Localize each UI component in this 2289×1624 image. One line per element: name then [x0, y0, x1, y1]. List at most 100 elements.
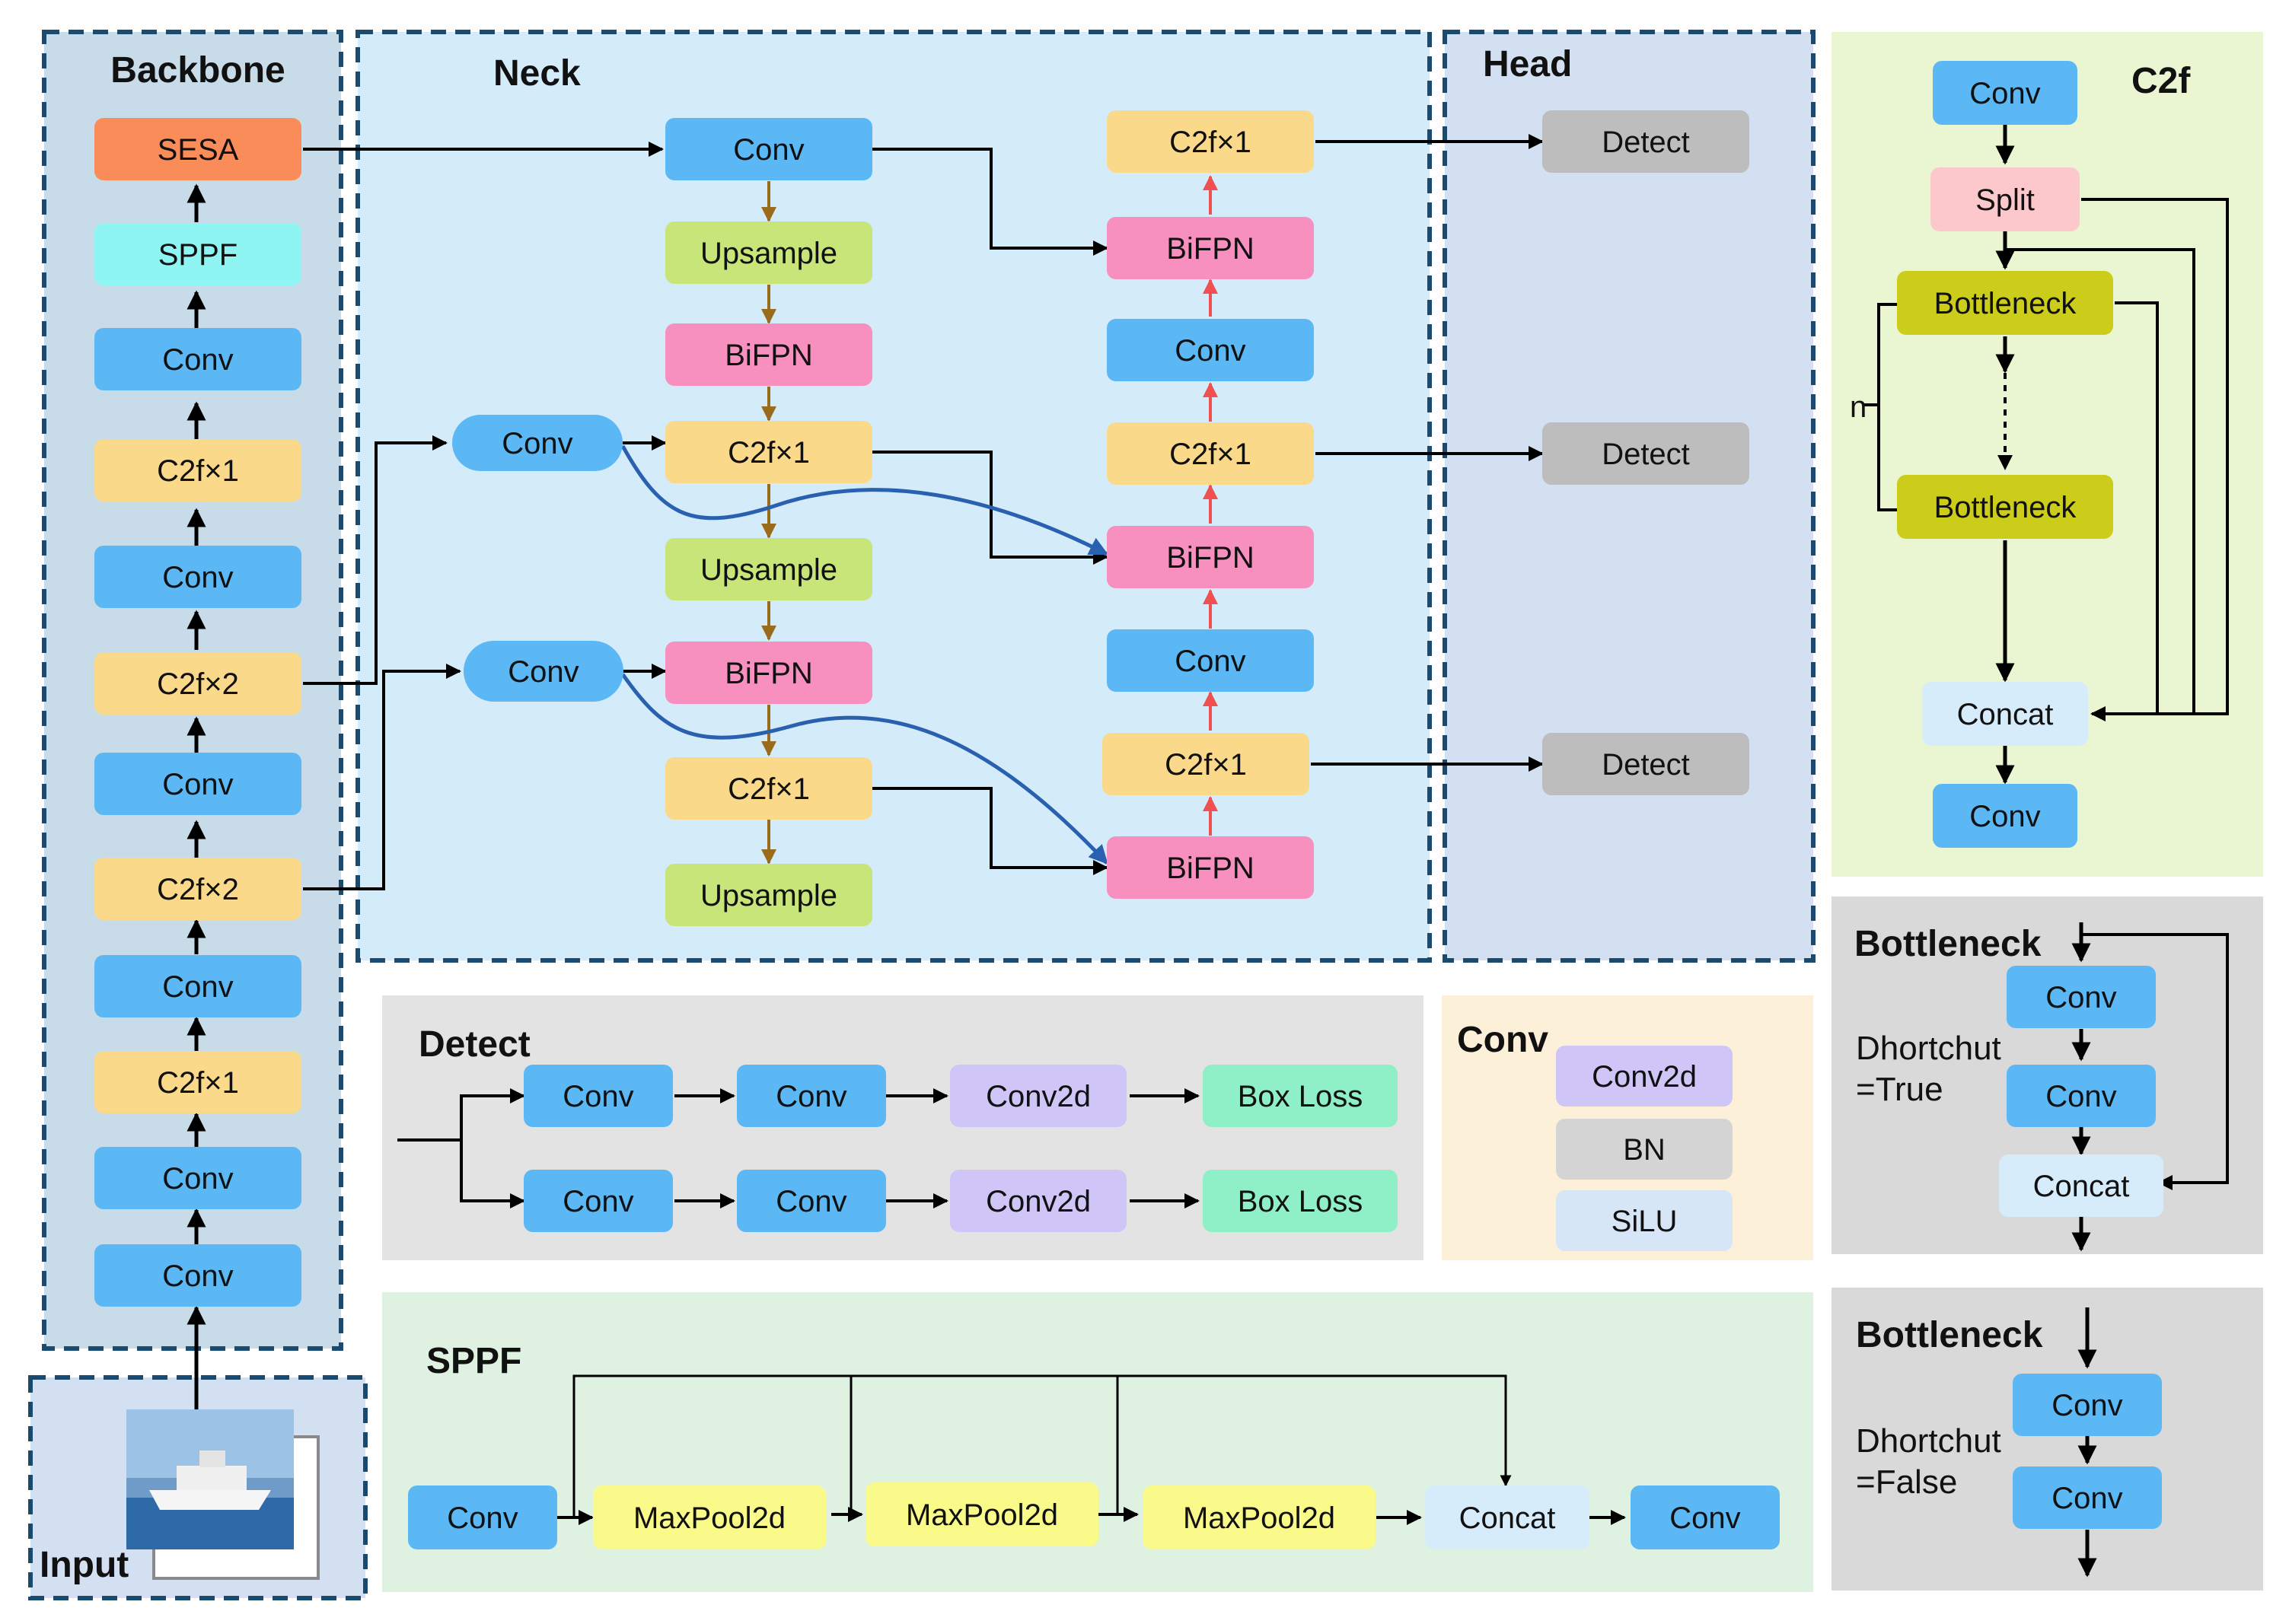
conv-module-conv2d-block: Conv2d — [1556, 1046, 1733, 1107]
block-shape — [1631, 1485, 1780, 1549]
block-shape — [1897, 475, 2113, 539]
block-label: Conv2d — [1592, 1060, 1697, 1094]
block-shape — [94, 1147, 301, 1209]
block-label: C2f×2 — [157, 873, 239, 906]
block-label: Conv — [733, 133, 804, 167]
block-shape — [94, 118, 301, 180]
block-shape — [665, 221, 872, 284]
block-shape — [1999, 1154, 2163, 1217]
block-label: Concat — [1957, 698, 2054, 731]
block-shape — [1107, 217, 1314, 279]
backbone-conv-block: Conv — [94, 1147, 301, 1209]
block-label: Bottleneck — [1934, 491, 2077, 524]
block-shape — [94, 1051, 301, 1113]
block-shape — [665, 757, 872, 820]
backbone-conv-block: Conv — [94, 1244, 301, 1307]
block-shape — [1556, 1190, 1733, 1251]
neck-left-bifpn-block: BiFPN — [665, 323, 872, 386]
block-shape — [94, 328, 301, 390]
bottleneck-true-conv-block: Conv — [2007, 1065, 2156, 1127]
sppf-maxpool2d-block: MaxPool2d — [866, 1482, 1098, 1546]
neck-right-c2fx1-block: C2f×1 — [1102, 733, 1309, 795]
bottleneck-false-title: Bottleneck — [1856, 1315, 2043, 1355]
neck-right-bifpn-block: BiFPN — [1107, 217, 1314, 279]
backbone-c2fx2-block: C2f×2 — [94, 858, 301, 920]
block-label: C2f×1 — [1169, 126, 1251, 159]
block-label: Conv — [2045, 981, 2116, 1014]
block-shape — [94, 546, 301, 608]
block-label: Conv — [2045, 1080, 2116, 1113]
neck-right-conv-block: Conv — [1107, 629, 1314, 692]
c2f-bottleneck-block: Bottleneck — [1897, 475, 2113, 539]
sppf-maxpool2d-block: MaxPool2d — [593, 1485, 826, 1549]
block-label: Upsample — [700, 237, 837, 270]
block-label: Conv — [162, 1162, 233, 1196]
block-shape — [2013, 1374, 2162, 1436]
block-shape — [94, 1244, 301, 1307]
detect-row2-box-loss-block: Box Loss — [1203, 1170, 1398, 1232]
block-label: MaxPool2d — [1183, 1501, 1335, 1535]
shortcut-false-label-line2: =False — [1856, 1463, 1957, 1501]
neck-left-upsample-block: Upsample — [665, 221, 872, 284]
head-detect-block: Detect — [1542, 422, 1749, 485]
input-image — [126, 1409, 320, 1580]
block-shape — [1933, 784, 2077, 848]
block-shape — [1542, 733, 1749, 795]
block-shape — [94, 652, 301, 715]
detect-row1-box-loss-block: Box Loss — [1203, 1065, 1398, 1127]
c2f-title: C2f — [2131, 61, 2191, 101]
c2f-bottleneck-block: Bottleneck — [1897, 271, 2113, 335]
block-label: C2f×1 — [728, 772, 810, 806]
block-shape — [1107, 526, 1314, 588]
block-label: Conv — [1969, 77, 2040, 110]
sppf-conv-block: Conv — [408, 1485, 557, 1549]
block-label: Conv — [162, 768, 233, 801]
backbone-conv-block: Conv — [94, 955, 301, 1017]
input-title: Input — [40, 1545, 129, 1585]
block-shape — [1930, 167, 2080, 231]
sppf-concat-block: Concat — [1425, 1485, 1589, 1549]
block-shape — [665, 323, 872, 386]
block-label: MaxPool2d — [906, 1498, 1058, 1532]
block-label: Conv — [563, 1080, 633, 1113]
block-label: Conv — [162, 343, 233, 377]
block-label: Box Loss — [1238, 1080, 1363, 1113]
block-label: MaxPool2d — [633, 1501, 786, 1535]
block-shape — [950, 1170, 1127, 1232]
block-label: Conv — [1669, 1501, 1740, 1535]
detect-row2-conv-block: Conv — [524, 1170, 673, 1232]
block-shape — [408, 1485, 557, 1549]
block-label: Conv — [162, 1259, 233, 1293]
head-title: Head — [1483, 44, 1572, 84]
block-shape — [950, 1065, 1127, 1127]
block-label: Conv2d — [986, 1080, 1091, 1113]
block-label: Conv — [2051, 1389, 2122, 1422]
block-shape — [1203, 1065, 1398, 1127]
detect-row1-conv-block: Conv — [524, 1065, 673, 1127]
detect-row1-conv2d-block: Conv2d — [950, 1065, 1127, 1127]
block-shape — [1897, 271, 2113, 335]
block-label: Detect — [1602, 126, 1690, 159]
backbone-c2fx1-block: C2f×1 — [94, 439, 301, 502]
detect-row2-conv-block: Conv — [737, 1170, 886, 1232]
block-label: C2f×1 — [157, 1066, 239, 1100]
block-shape — [1107, 110, 1314, 173]
block-label: C2f×1 — [1169, 438, 1251, 471]
shortcut-true-label-line2: =True — [1856, 1071, 1943, 1108]
blocks: SESASPPFConvC2f×1ConvC2f×2ConvC2f×2ConvC… — [94, 61, 2163, 1549]
block-label: C2f×1 — [157, 454, 239, 488]
block-shape — [94, 223, 301, 285]
block-label: Conv2d — [986, 1185, 1091, 1218]
block-shape — [1542, 110, 1749, 173]
backbone-sppf-block: SPPF — [94, 223, 301, 285]
bottleneck-true-title: Bottleneck — [1854, 924, 2042, 964]
c2f-conv-block: Conv — [1933, 61, 2077, 125]
block-label: Conv — [162, 561, 233, 594]
backbone-c2fx2-block: C2f×2 — [94, 652, 301, 715]
block-label: Detect — [1602, 438, 1690, 471]
neck-right-conv-block: Conv — [1107, 319, 1314, 381]
sppf-conv-block: Conv — [1631, 1485, 1780, 1549]
